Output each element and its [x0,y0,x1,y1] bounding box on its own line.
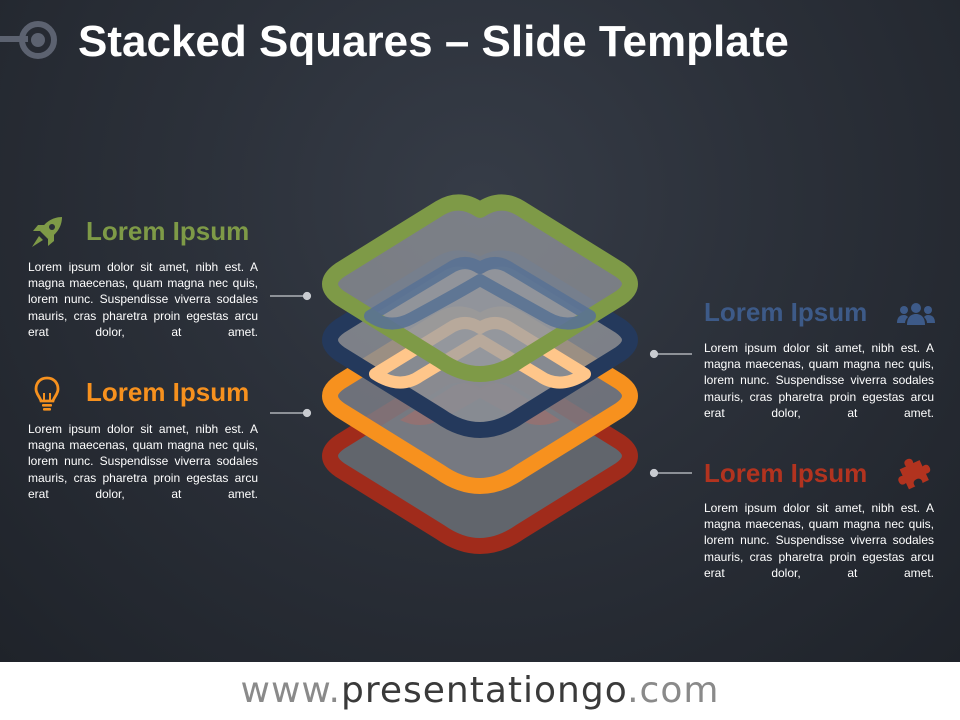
layer-lightblue-ring [364,257,596,330]
slide-title: Stacked Squares – Slide Template [78,17,789,66]
puzzle-icon [898,458,931,490]
item-2-heading: Lorem Ipsum [86,377,250,407]
footer-url-suffix: .com [627,670,720,711]
connector-lines [270,291,692,478]
item-4-text: Lorem ipsum dolor sit amet, nibh est. A … [704,501,934,580]
footer: www.presentationgo.com [0,662,960,720]
footer-url-prefix: www. [240,670,341,711]
item-3-heading: Lorem Ipsum [704,297,868,327]
footer-url-name: presentationgo [341,670,628,711]
slide: Stacked Squares – Slide Template [0,0,960,662]
lightbulb-icon [34,376,60,411]
footer-url[interactable]: www.presentationgo.com [241,670,720,711]
item-3-text: Lorem ipsum dolor sit amet, nibh est. A … [704,341,934,420]
rocket-icon [32,217,62,247]
logo-ring-icon [0,21,57,59]
layer-green-ring [322,194,638,382]
item-1-heading: Lorem Ipsum [86,216,250,246]
people-icon [897,303,935,325]
item-4-heading: Lorem Ipsum [704,458,868,488]
item-2-text: Lorem ipsum dolor sit amet, nibh est. A … [28,422,258,501]
stacked-squares-diagram [270,194,692,554]
item-1-text: Lorem ipsum dolor sit amet, nibh est. A … [28,260,258,339]
